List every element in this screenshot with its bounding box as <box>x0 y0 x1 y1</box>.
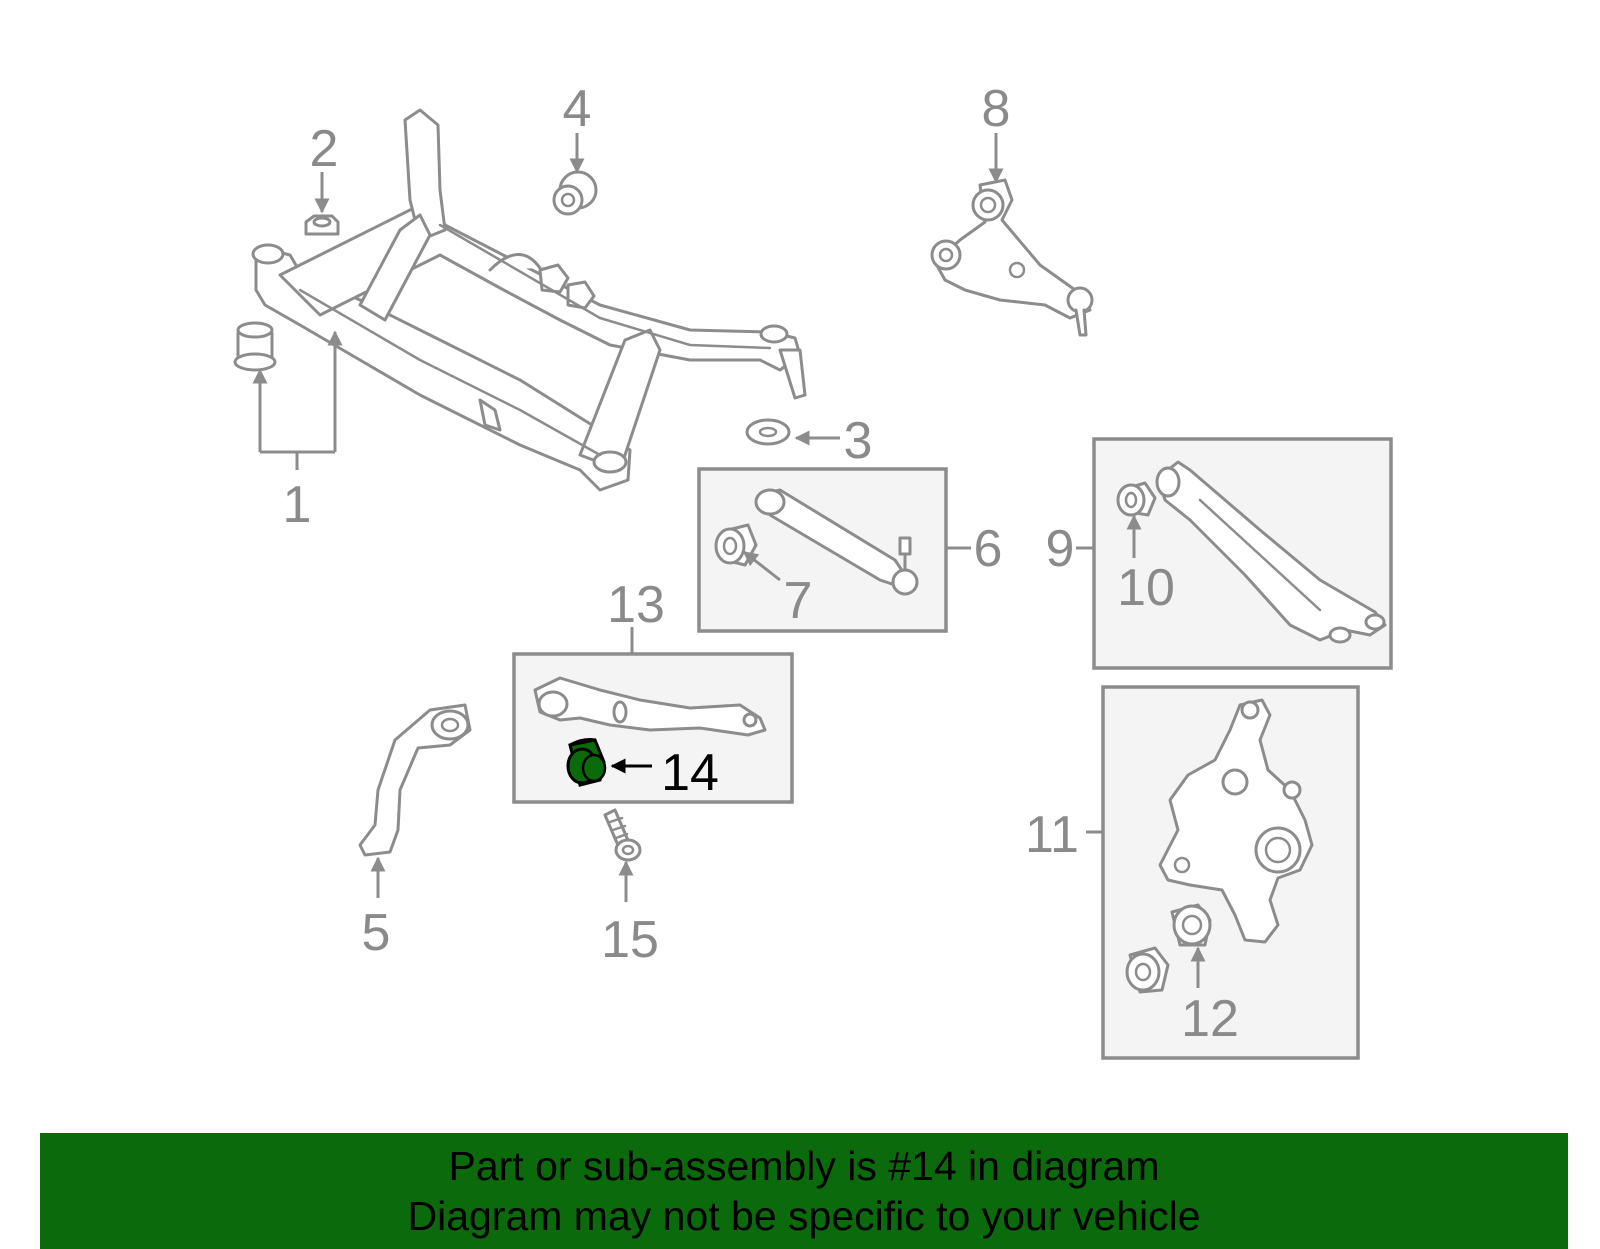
bushing-drawing-4 <box>552 170 598 216</box>
banner-line-part-number: Part or sub-assembly is #14 in diagram <box>448 1143 1160 1189</box>
callout-11: 11 <box>1025 806 1079 864</box>
callout-14-highlighted[interactable]: 14 <box>661 744 719 802</box>
trailing-arm-drawing-13 <box>533 676 767 737</box>
trailing-link-drawing-5 <box>358 703 472 857</box>
bushing-drawing-12 <box>1125 903 1212 994</box>
callout-1: 1 <box>283 476 312 534</box>
lateral-link-drawing-6 <box>754 488 919 596</box>
bushing-drawing-1 <box>233 321 277 372</box>
callout-3: 3 <box>844 412 873 470</box>
bushing-drawing-7 <box>714 523 758 567</box>
crossmember-drawing <box>251 108 807 492</box>
callout-2: 2 <box>310 120 339 178</box>
callout-9: 9 <box>1046 520 1075 578</box>
lower-arm-drawing-9 <box>1155 460 1387 644</box>
control-arm-drawing-8 <box>930 178 1094 337</box>
knuckle-drawing-11 <box>1158 698 1314 944</box>
callout-5: 5 <box>362 904 391 962</box>
bushing-drawing-10 <box>1116 481 1157 517</box>
callout-12: 12 <box>1181 990 1239 1048</box>
banner-line-disclaimer: Diagram may not be specific to your vehi… <box>407 1193 1201 1239</box>
info-banner: Part or sub-assembly is #14 in diagram D… <box>40 1133 1568 1249</box>
callout-6: 6 <box>974 520 1003 578</box>
callout-8: 8 <box>982 80 1011 138</box>
washer-drawing-3 <box>745 418 791 446</box>
bolt-drawing-15 <box>603 808 642 862</box>
callout-10: 10 <box>1117 559 1175 617</box>
nut-drawing-2 <box>304 214 340 236</box>
leader-lines <box>252 133 1206 988</box>
callout-15: 15 <box>601 911 659 969</box>
bushing-drawing-14-highlighted[interactable] <box>566 738 607 787</box>
callout-13: 13 <box>607 576 665 634</box>
callout-4: 4 <box>563 80 592 138</box>
callout-7: 7 <box>784 572 813 630</box>
